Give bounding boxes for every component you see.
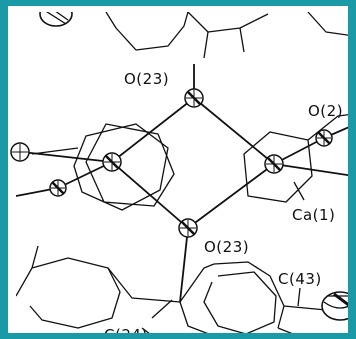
atom-o23-bottom bbox=[178, 218, 198, 238]
ring-top-right bbox=[307, 12, 348, 36]
ring-bottom bbox=[16, 245, 327, 333]
atom-c43-ellipsoid bbox=[321, 291, 348, 321]
crystal-structure-diagram: O(23) O(2) O(23) Ca(1) C(43) C(24) bbox=[10, 12, 356, 339]
atom-top-left bbox=[39, 12, 73, 27]
ring-right bbox=[243, 114, 348, 203]
atom-ca1 bbox=[264, 154, 284, 174]
ring-top bbox=[105, 12, 269, 59]
label-o23-top: O(23) bbox=[124, 70, 169, 88]
atom-ca-left bbox=[102, 152, 122, 172]
label-o23-bottom: O(23) bbox=[204, 238, 249, 256]
atom-o2 bbox=[315, 129, 333, 147]
atom-o23-top bbox=[184, 88, 204, 108]
label-o2: O(2) bbox=[308, 102, 343, 120]
label-c24: C(24) bbox=[104, 326, 148, 339]
atom-o-far-left bbox=[10, 142, 30, 162]
atom-o-right-edge bbox=[350, 168, 356, 184]
ring-left bbox=[31, 123, 175, 211]
label-leaders bbox=[151, 181, 305, 319]
label-c43: C(43) bbox=[278, 270, 322, 288]
atom-o-left bbox=[49, 179, 67, 197]
label-ca1: Ca(1) bbox=[292, 206, 335, 224]
